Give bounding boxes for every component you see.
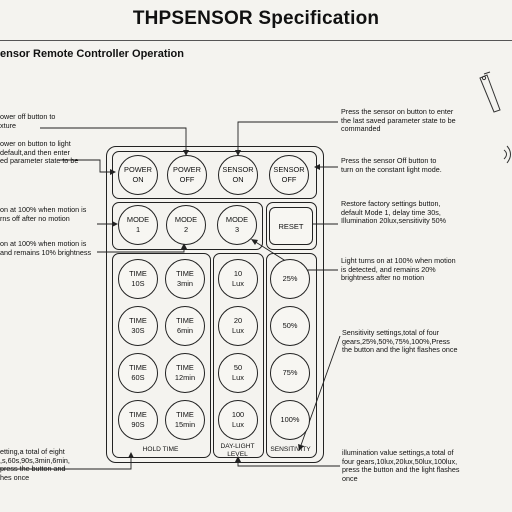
mode-panel	[112, 202, 263, 250]
title-divider	[0, 40, 512, 41]
reset-panel	[266, 202, 317, 250]
hold-time-label: HOLD TIME	[142, 446, 179, 453]
note-power-off: ower off button to xture	[0, 112, 56, 130]
note-hold-time: etting,a total of eight ,s,60s,90s,3min,…	[0, 447, 70, 482]
note-power-on: ower on button to light default,and then…	[0, 139, 79, 166]
power-sensor-panel	[112, 151, 317, 199]
daylight-level-panel	[213, 253, 264, 458]
note-illumination: illumination value settings,a total of f…	[342, 448, 460, 483]
reset-button[interactable]: RESET	[269, 207, 313, 245]
sensitivity-panel	[266, 253, 317, 458]
remote-device-sketch-icon	[479, 71, 511, 164]
note-sensor-on: Press the sensor on button to enter the …	[341, 107, 456, 134]
section-heading: ensor Remote Controller Operation	[0, 48, 184, 60]
hold-time-panel	[112, 253, 211, 458]
page-title: THPSENSOR Specification	[132, 8, 380, 29]
note-sensitivity: Sensitivity settings,total of four gears…	[342, 328, 458, 355]
daylight-level-label: DAY-LIGHT LEVEL	[220, 443, 255, 458]
note-mode-1: on at 100% when motion is rns off after …	[0, 205, 87, 223]
remote-controller	[106, 146, 324, 463]
sensitivity-75-button[interactable]: 75%	[270, 353, 310, 393]
note-mode-3: Light turns on at 100% when motion is de…	[341, 256, 456, 283]
sensitivity-label: SENSITIVITY	[270, 446, 311, 453]
sensitivity-25-button[interactable]: 25%	[270, 259, 310, 299]
sensitivity-100-button[interactable]: 100%	[270, 400, 310, 440]
sensitivity-50-button[interactable]: 50%	[270, 306, 310, 346]
note-reset: Restore factory settings button, default…	[341, 199, 447, 226]
note-mode-2: on at 100% when motion is and remains 10…	[0, 239, 92, 257]
note-sensor-off: Press the sensor Off button to turn on t…	[341, 156, 442, 174]
